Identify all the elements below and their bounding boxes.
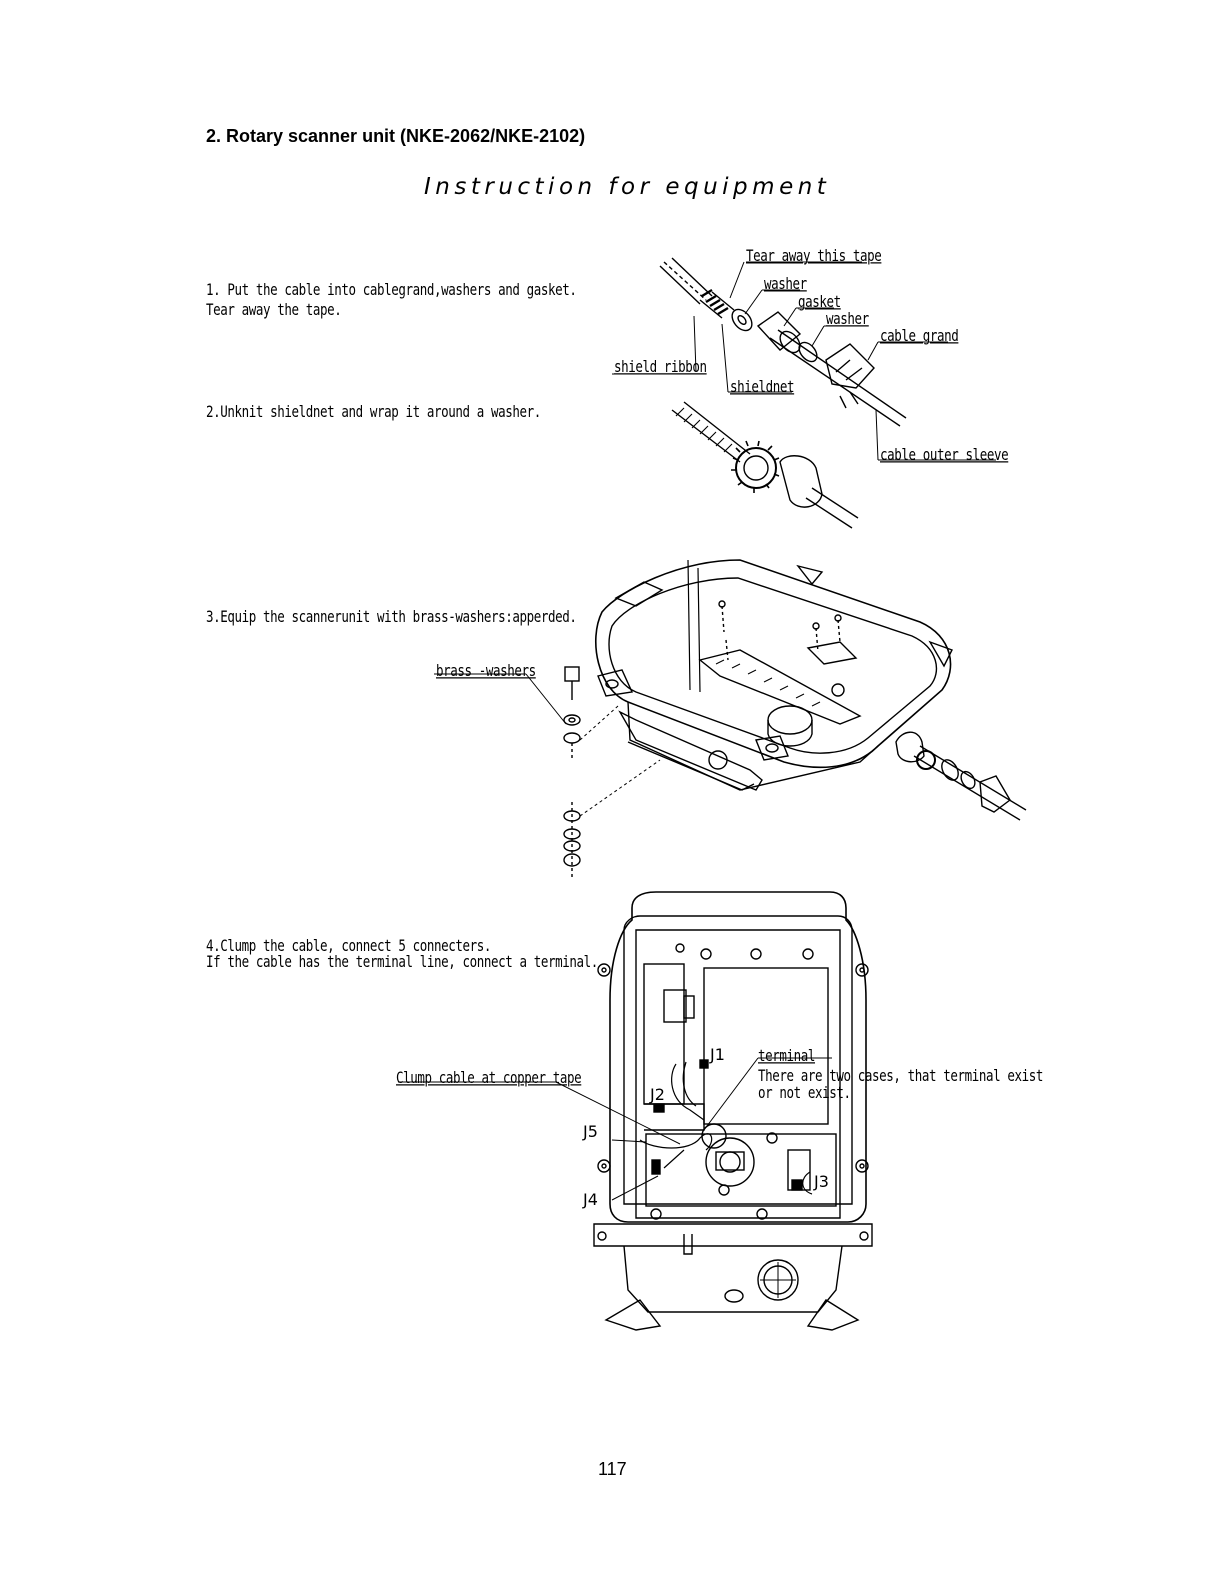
label-cable-grand: cable grand xyxy=(880,326,959,345)
label-shield-ribbon: shield ribbon xyxy=(614,357,707,376)
page-number: 117 xyxy=(598,1459,627,1479)
section-heading: 2. Rotary scanner unit (NKE-2062/NKE-210… xyxy=(206,126,586,146)
label-brass-washers: brass -washers xyxy=(436,661,536,680)
scanner-base-diagram xyxy=(434,559,1027,880)
step-4-line-2: If the cable has the terminal line, conn… xyxy=(206,952,598,971)
step-4-line-1: 4.Clump the cable, connect 5 connecters. xyxy=(206,936,492,955)
terminal-note-line-1: There are two cases, that terminal exist xyxy=(758,1066,1044,1085)
label-shieldnet: shieldnet xyxy=(730,377,795,396)
connector-label-j4: J4 xyxy=(583,1190,598,1209)
step-3-text: 3.Equip the scannerunit with brass-washe… xyxy=(206,607,577,626)
step-2-text: 2.Unknit shieldnet and wrap it around a … xyxy=(206,402,541,421)
connector-label-j2: J2 xyxy=(650,1085,665,1104)
label-cable-outer-sleeve: cable outer sleeve xyxy=(880,445,1009,464)
label-washer-2: washer xyxy=(826,309,869,328)
step-1-line-2: Tear away the tape. xyxy=(206,300,342,319)
connector-label-j5: J5 xyxy=(583,1122,598,1141)
scanner-wiring-diagram xyxy=(398,891,873,1331)
cable-assembly-diagram-2 xyxy=(671,401,859,529)
label-terminal: terminal xyxy=(758,1046,816,1065)
cable-assembly-diagram-1 xyxy=(612,257,996,461)
label-gasket: gasket xyxy=(798,292,841,311)
connector-label-j1: J1 xyxy=(710,1045,725,1064)
step-1-line-1: 1. Put the cable into cablegrand,washers… xyxy=(206,280,577,299)
label-washer-1: washer xyxy=(764,274,807,293)
label-tear-tape: Tear away this tape xyxy=(746,246,882,265)
page-subtitle: Instruction for equipment xyxy=(424,174,831,200)
connector-label-j3: J3 xyxy=(814,1172,829,1191)
